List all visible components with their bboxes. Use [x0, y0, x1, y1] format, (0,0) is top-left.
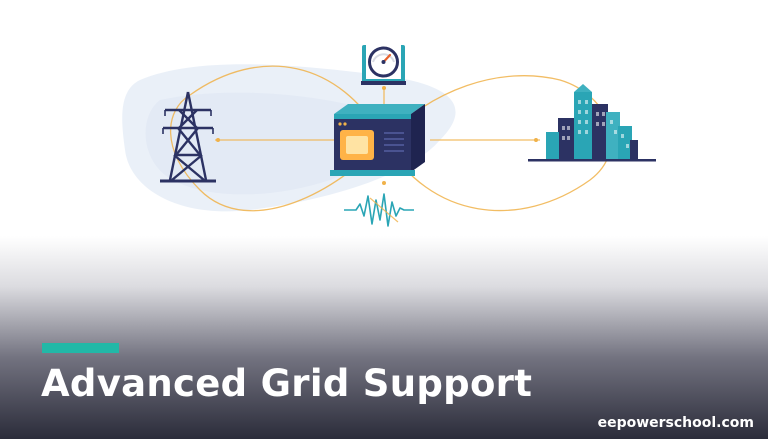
accent-bar: [42, 343, 119, 353]
gauge-icon: [361, 45, 406, 85]
bottom-gradient-overlay: [0, 236, 768, 439]
waveform-icon: [344, 193, 414, 227]
background-blob-2: [145, 92, 385, 195]
page-title: Advanced Grid Support: [41, 362, 533, 405]
flow-node: [382, 181, 386, 185]
inverter-icon: [330, 104, 425, 176]
flow-node: [382, 86, 386, 90]
site-watermark: eepowerschool.com: [597, 415, 754, 431]
flow-node: [534, 138, 538, 142]
flow-node: [216, 138, 220, 142]
transmission-tower-icon: [160, 91, 216, 183]
city-buildings-icon: [528, 84, 656, 162]
